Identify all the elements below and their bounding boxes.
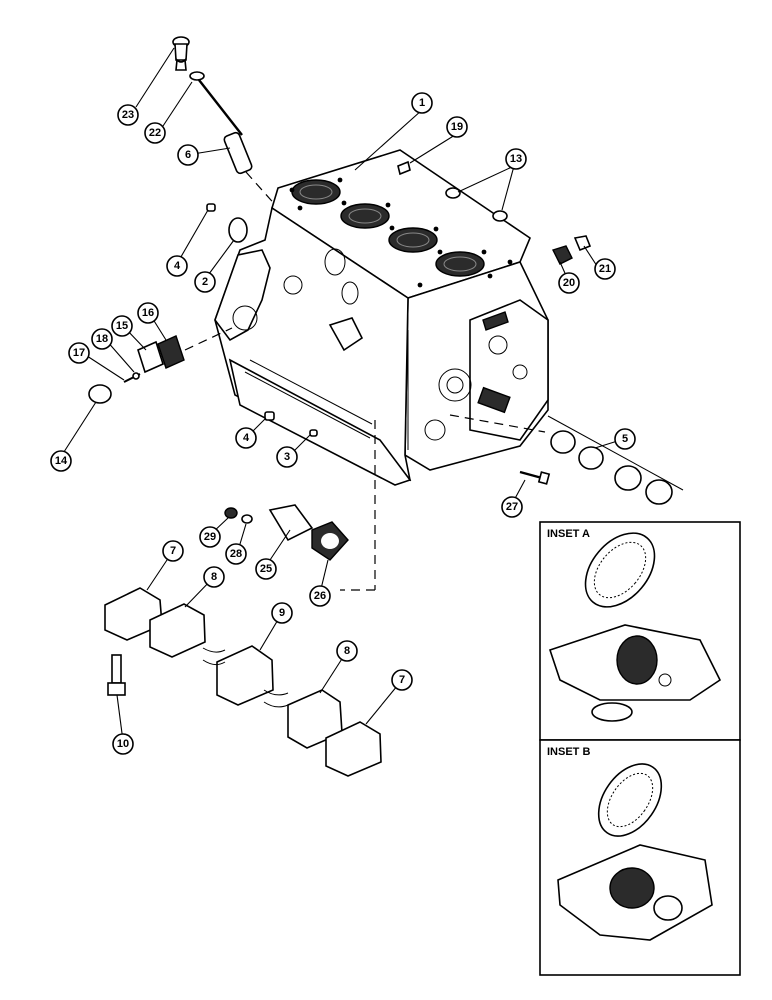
callout-29: 29 (199, 526, 221, 548)
callout-25: 25 (255, 558, 277, 580)
callout-9: 9 (271, 602, 293, 624)
svg-text:16: 16 (142, 307, 154, 319)
inset-b: INSET B (539, 739, 741, 976)
callout-4-lower: 4 (235, 427, 257, 449)
gasket-25 (268, 504, 314, 542)
cover-plate-15-16 (123, 327, 233, 383)
callout-21: 21 (594, 258, 616, 280)
callout-3: 3 (276, 446, 298, 468)
svg-text:4: 4 (243, 432, 250, 444)
svg-text:7: 7 (399, 674, 405, 686)
svg-text:17: 17 (73, 347, 85, 359)
svg-text:25: 25 (260, 563, 272, 575)
svg-text:15: 15 (116, 320, 128, 332)
callout-1: 1 (411, 92, 433, 114)
camshaft-bearings (449, 414, 684, 505)
callout-15: 15 (111, 315, 133, 337)
callout-19: 19 (446, 116, 468, 138)
svg-text:14: 14 (55, 455, 68, 467)
svg-text:28: 28 (230, 548, 242, 560)
svg-text:7: 7 (170, 545, 176, 557)
plug-4-lower (264, 411, 275, 421)
plug-19 (397, 160, 411, 176)
svg-text:22: 22 (149, 127, 161, 139)
svg-text:26: 26 (314, 590, 326, 602)
callout-16: 16 (137, 302, 159, 324)
bolt-10 (107, 654, 126, 696)
svg-text:27: 27 (506, 501, 518, 513)
nut-29 (224, 507, 238, 519)
callout-7-left: 7 (162, 540, 184, 562)
plug-4-upper (206, 203, 216, 212)
svg-text:13: 13 (510, 153, 522, 165)
callout-7-right: 7 (391, 669, 413, 691)
callout-17: 17 (68, 342, 90, 364)
svg-text:18: 18 (96, 333, 108, 345)
bolt-27 (519, 470, 551, 485)
inset-a-label: INSET A (547, 528, 590, 540)
inset-b-label: INSET B (547, 746, 590, 758)
callout-4-upper: 4 (166, 255, 188, 277)
callout-22: 22 (144, 122, 166, 144)
svg-text:29: 29 (204, 531, 216, 543)
main-bearing-caps (104, 587, 382, 777)
cylinder-block (214, 149, 549, 486)
svg-text:8: 8 (211, 571, 217, 583)
callout-8-left: 8 (203, 566, 225, 588)
dipstick-assembly (172, 36, 279, 209)
svg-text:3: 3 (284, 451, 290, 463)
svg-text:6: 6 (185, 149, 191, 161)
callout-5: 5 (614, 428, 636, 450)
inset-a: INSET A (539, 521, 741, 741)
svg-text:4: 4 (174, 260, 181, 272)
svg-text:19: 19 (451, 121, 463, 133)
cover-plate-26 (311, 521, 349, 561)
fitting-20-21 (552, 235, 592, 265)
core-plug-14 (88, 384, 112, 404)
svg-text:2: 2 (202, 276, 208, 288)
svg-text:10: 10 (117, 738, 129, 750)
callout-28: 28 (225, 543, 247, 565)
svg-text:21: 21 (599, 263, 611, 275)
callout-26: 26 (309, 585, 331, 607)
callout-23: 23 (117, 104, 139, 126)
callout-13: 13 (505, 148, 527, 170)
svg-text:23: 23 (122, 109, 134, 121)
callout-18: 18 (91, 328, 113, 350)
callout-6: 6 (177, 144, 199, 166)
expansion-plugs-13 (445, 187, 508, 222)
svg-text:8: 8 (344, 645, 350, 657)
plug-3 (309, 429, 318, 437)
svg-text:20: 20 (563, 277, 575, 289)
svg-text:1: 1 (419, 97, 425, 109)
callout-27: 27 (501, 496, 523, 518)
callout-10: 10 (112, 733, 134, 755)
callout-14: 14 (50, 450, 72, 472)
svg-text:9: 9 (279, 607, 285, 619)
callout-8-right: 8 (336, 640, 358, 662)
callout-20: 20 (558, 272, 580, 294)
washer-28 (241, 514, 253, 524)
callout-2: 2 (194, 271, 216, 293)
svg-text:5: 5 (622, 433, 628, 445)
core-plug-2 (228, 217, 248, 243)
